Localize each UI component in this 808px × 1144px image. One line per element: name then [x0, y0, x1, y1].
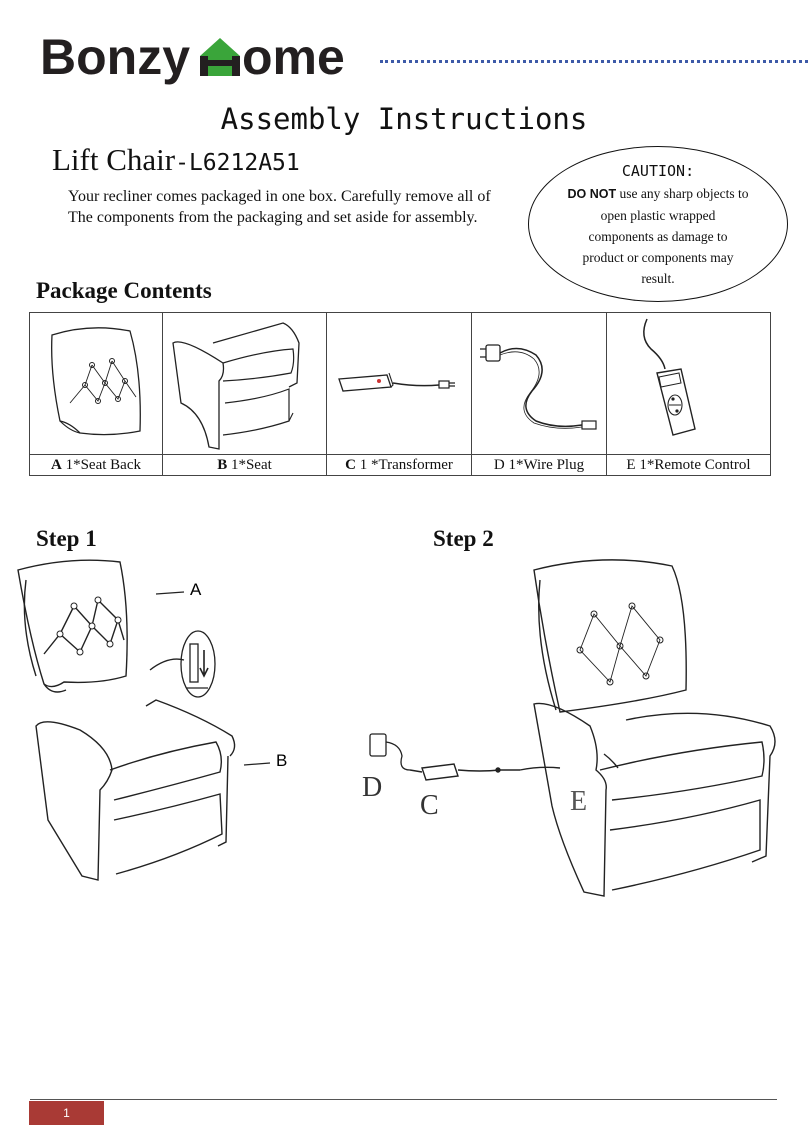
step-1-bracket-detail: [180, 630, 216, 698]
caution-line-1: DO NOT use any sharp objects to: [529, 183, 787, 205]
item-letter-a: A: [51, 457, 62, 473]
leader-line-a: [155, 591, 185, 595]
item-letter-c: C: [345, 457, 356, 473]
step-1-label-a: A: [190, 580, 202, 599]
package-contents-heading: Package Contents: [36, 278, 212, 303]
remote-control-illustration: [643, 318, 696, 436]
package-item-caption-c: C 1 *Transformer: [327, 454, 471, 475]
item-text-b: 1*Seat: [227, 457, 272, 473]
step-2-assembled-chair: [519, 559, 776, 897]
package-item-remote-control: E 1*Remote Control: [607, 313, 770, 475]
caution-title: CAUTION:: [621, 162, 695, 180]
package-contents-table: A 1*Seat Back B 1*Seat C 1 *Transformer: [29, 312, 771, 476]
package-item-seat-back: A 1*Seat Back: [30, 313, 163, 475]
caution-box: CAUTION: DO NOT use any sharp objects to…: [528, 146, 788, 302]
product-name: Lift Chair: [52, 142, 176, 177]
package-item-seat: B 1*Seat: [163, 313, 327, 475]
caution-line-1-text: use any sharp objects to: [616, 186, 749, 201]
assembly-illustration: A B D C E: [17, 559, 776, 897]
step-2-transformer: [409, 763, 520, 781]
item-text-a: 1*Seat Back: [61, 457, 141, 473]
step-2-wall-outlet: [369, 733, 411, 771]
intro-line-2: The components from the packaging and se…: [68, 209, 478, 226]
step-2-label-d: D: [362, 772, 382, 803]
caution-emphasis: DO NOT: [567, 187, 617, 201]
item-letter-b: B: [217, 457, 228, 473]
package-item-wire-plug: D 1*Wire Plug: [472, 313, 607, 475]
caution-line-2: open plastic wrapped: [600, 208, 716, 223]
caution-line-4: product or components may: [582, 250, 734, 265]
header-dotted-rule: [380, 60, 808, 63]
package-item-caption-d: D 1*Wire Plug: [472, 454, 606, 475]
product-title: Lift Chair-L6212A51: [52, 142, 300, 178]
page-title: Assembly Instructions: [220, 102, 588, 136]
step-1-label-b: B: [276, 751, 287, 770]
transformer-illustration: [338, 372, 455, 392]
package-item-caption-b: B 1*Seat: [163, 454, 326, 475]
package-item-caption-e: E 1*Remote Control: [607, 454, 770, 475]
step-2-label-e: E: [570, 786, 587, 817]
caution-line-3: components as damage to: [588, 229, 728, 244]
brand-logo: Bonzy ome: [40, 28, 370, 90]
brand-name: Bonzy ome: [40, 28, 370, 86]
product-model: -L6212A51: [175, 150, 300, 176]
leader-line-b: [243, 762, 271, 766]
package-item-caption-a: A 1*Seat Back: [30, 454, 162, 475]
step-2-heading: Step 2: [433, 526, 494, 551]
item-text-e: E 1*Remote Control: [626, 457, 751, 473]
footer-rule: [30, 1099, 777, 1100]
item-text-c: 1 *Transformer: [355, 457, 453, 473]
intro-line-1: Your recliner comes packaged in one box.…: [68, 188, 491, 205]
seat-back-illustration: [51, 327, 141, 436]
caution-line-5: result.: [641, 271, 675, 286]
brand-name-left: Bonzy: [40, 29, 190, 85]
intro-text: Your recliner comes packaged in one box.…: [68, 186, 491, 228]
house-icon: [200, 38, 240, 76]
page-number: 1: [29, 1101, 104, 1125]
step-2-label-c: C: [420, 790, 439, 821]
brand-name-right: ome: [242, 29, 345, 85]
step-1-seat-back-drawing: [17, 559, 185, 693]
step-1-heading: Step 1: [36, 526, 97, 551]
package-item-transformer: C 1 *Transformer: [327, 313, 472, 475]
seat-illustration: [172, 322, 300, 450]
item-text-d: D 1*Wire Plug: [493, 457, 585, 473]
step-1-seat-drawing: [35, 699, 236, 881]
wire-plug-illustration: [480, 344, 597, 430]
